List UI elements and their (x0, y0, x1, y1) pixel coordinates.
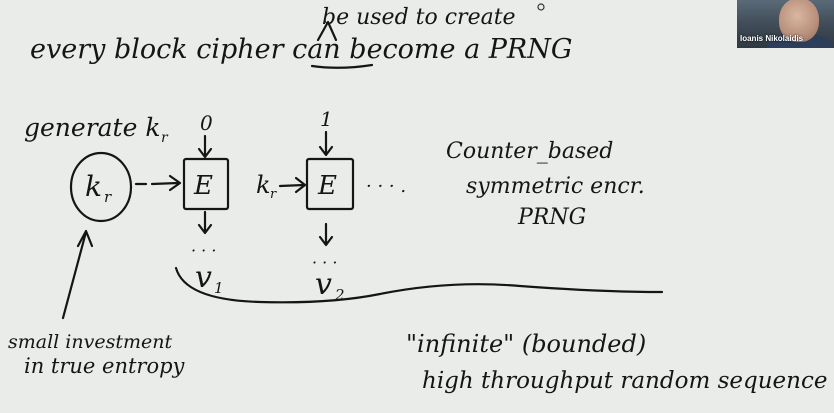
pen-cursor (537, 3, 545, 11)
entropy-line1: small investment (8, 331, 172, 353)
output-2: v (315, 267, 332, 302)
output-dots-2: · · · (312, 253, 337, 272)
counter-1-arrow (318, 130, 334, 157)
output-brace-curve (174, 266, 664, 304)
continuation-dots: · · · . (366, 176, 406, 197)
block-2-output-arrow (318, 222, 334, 247)
infinite-label: "infinite" (bounded) (406, 330, 646, 358)
participant-name-label: Ioanis Nikolaidis (740, 34, 804, 43)
output-2-subscript: 2 (334, 286, 345, 304)
counter-1: 1 (320, 107, 333, 131)
block-2-label: E (317, 171, 337, 201)
title-text: every block cipher can become a PRNG (30, 34, 572, 65)
output-1: v (195, 260, 212, 295)
counter-0-arrow (197, 134, 213, 159)
participant-face (779, 0, 819, 42)
output-1-subscript: 1 (214, 279, 224, 297)
counter-0: 0 (200, 111, 213, 135)
sequence-label: high throughput random sequence (422, 368, 827, 394)
title-underline (310, 63, 374, 69)
entropy-arrow (61, 229, 94, 320)
key-subscript-2: r (270, 187, 277, 202)
side-note-line1: Counter_based (446, 139, 613, 164)
key-label: k (85, 170, 102, 203)
output-dots-1: · · · (191, 241, 216, 260)
insert-caret (316, 20, 338, 42)
side-note-line2: symmetric encr. (466, 174, 645, 199)
key-circle (69, 151, 133, 223)
generate-label: generate k (24, 113, 161, 142)
key-label-2: k (256, 171, 271, 199)
participant-webcam-thumbnail[interactable]: Ioanis Nikolaidis (737, 0, 834, 48)
key-to-block1-arrow (134, 174, 182, 192)
block-1-output-arrow (197, 210, 213, 235)
cipher-block-1 (182, 157, 230, 211)
block-1-label: E (193, 171, 213, 201)
cipher-block-2 (305, 157, 355, 211)
generate-subscript: r (161, 130, 169, 146)
insert-note: be used to create (322, 5, 516, 30)
entropy-line2: in true entropy (24, 354, 186, 378)
side-note-line3: PRNG (517, 205, 586, 230)
key-to-block2-arrow (278, 176, 307, 194)
key-subscript: r (104, 188, 112, 206)
